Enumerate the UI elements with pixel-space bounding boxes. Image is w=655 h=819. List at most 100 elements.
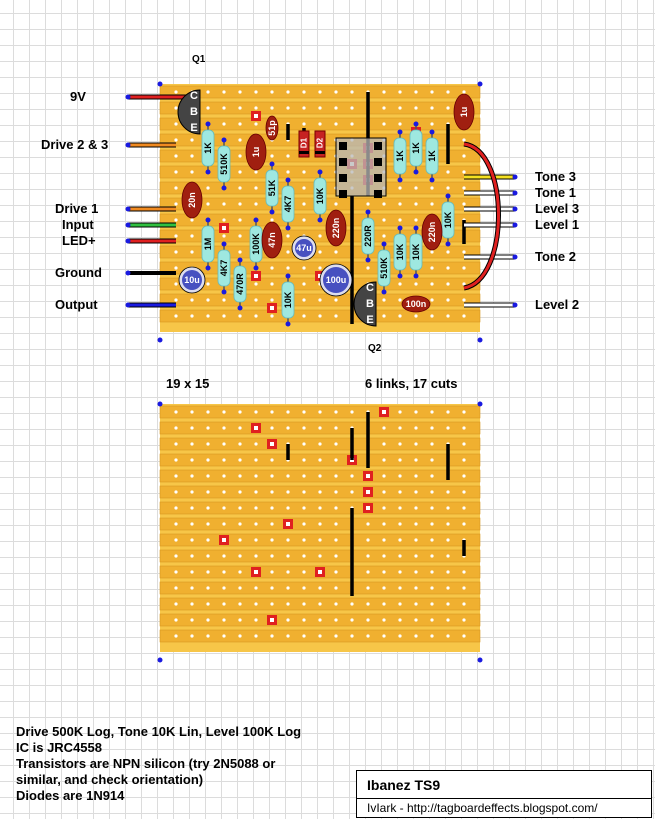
strip-bottom-hole [414, 570, 418, 574]
strip-bottom-hole [238, 458, 242, 462]
strip-bottom-hole [206, 586, 210, 590]
strip-top-hole [414, 106, 418, 110]
title-box: Ibanez TS9 IvIark - http://tagboardeffec… [356, 770, 652, 818]
track-cut-hole [254, 114, 258, 118]
strip-bottom-hole [334, 538, 338, 542]
strip-bottom-hole [430, 442, 434, 446]
strip-top-hole [222, 298, 226, 302]
strip-bottom-hole [430, 618, 434, 622]
strip-bottom-hole [302, 586, 306, 590]
label-ground: Ground [55, 265, 102, 280]
strip-bottom-hole [414, 506, 418, 510]
strip-bottom-hole [302, 570, 306, 574]
strip-top-hole [238, 314, 242, 318]
strip-bottom-hole [430, 506, 434, 510]
strip-top-hole [462, 186, 466, 190]
strip-bottom-hole [222, 618, 226, 622]
strip-top-hole [206, 298, 210, 302]
label-drive-2-3: Drive 2 & 3 [41, 137, 109, 152]
strip-bottom-hole [206, 554, 210, 558]
resistor-220r-pad [365, 209, 371, 215]
strip-top-hole [446, 282, 450, 286]
strip-top-hole [446, 170, 450, 174]
strip-top-hole [174, 106, 178, 110]
strip-top-hole [238, 170, 242, 174]
cap-1u-a [453, 93, 475, 131]
resistor-4k7-a-label: 4K7 [283, 196, 293, 213]
resistor-510k-b-pad [381, 241, 387, 247]
strip-bottom-hole [254, 554, 258, 558]
strip-top-hole [382, 122, 386, 126]
strip-bottom-hole [462, 602, 466, 606]
strip-top-hole [222, 218, 226, 222]
q1-transistor [177, 89, 201, 135]
strip-top-hole [286, 234, 290, 238]
strip-bottom-hole [254, 458, 258, 462]
resistor-51k-label: 51K [267, 179, 277, 196]
cap-47n-label: 47n [267, 232, 277, 248]
strip-bottom-hole [190, 538, 194, 542]
strip-top-hole [462, 202, 466, 206]
resistor-510k-b-pad [381, 289, 387, 295]
strip-top-hole [382, 234, 386, 238]
strip-top-hole [302, 266, 306, 270]
strip-top-hole [334, 106, 338, 110]
wire-end-dot [125, 94, 131, 100]
strip-bottom-hole [174, 602, 178, 606]
strip-bottom-hole [302, 474, 306, 478]
strip-bottom-hole [222, 634, 226, 638]
resistor-100k-pad [253, 217, 259, 223]
strip-top-hole [430, 202, 434, 206]
strip-top-hole [398, 298, 402, 302]
strip-top-hole [462, 154, 466, 158]
credit-url[interactable]: IvIark - http://tagboardeffects.blogspot… [367, 801, 598, 815]
strip-bottom-hole [446, 570, 450, 574]
electrolytic-100u-label: 100u [326, 275, 347, 285]
strip-bottom-hole [382, 490, 386, 494]
strip-top-hole [382, 90, 386, 94]
track-cut-hole [366, 490, 370, 494]
strip-top-hole [190, 250, 194, 254]
resistor-1k-d [425, 137, 439, 175]
strip-bottom-hole [302, 410, 306, 414]
strip-bottom-hole [430, 634, 434, 638]
strip-top-hole [414, 218, 418, 222]
resistor-1k-d-pad [429, 177, 435, 183]
strip-top-hole [222, 314, 226, 318]
track-cut-hole [254, 426, 258, 430]
strip-top-hole [174, 218, 178, 222]
strip-top-hole [414, 90, 418, 94]
strip-bottom-hole [318, 458, 322, 462]
strip-top-hole [334, 250, 338, 254]
strip-bottom-hole [190, 458, 194, 462]
resistor-1k-a-label: 1K [203, 142, 213, 154]
strip-bottom-hole [174, 410, 178, 414]
strip-bottom-hole [206, 410, 210, 414]
resistor-1k-c-pad [413, 169, 419, 175]
strip-bottom-hole [446, 426, 450, 430]
strip-bottom-hole [286, 570, 290, 574]
strip-bottom-hole [366, 522, 370, 526]
strip-top-hole [302, 106, 306, 110]
wire-end-dot [512, 174, 518, 180]
wire-end-dot [125, 142, 131, 148]
strip-top-hole [350, 106, 354, 110]
resistor-470r-label: 470R [235, 273, 245, 295]
cap-1u-a-label: 1u [459, 107, 469, 118]
strip-bottom-hole [318, 474, 322, 478]
corner-dot [157, 657, 163, 663]
label-led: LED+ [62, 233, 96, 248]
resistor-10k-b-pad [445, 241, 451, 247]
strip-top-hole [286, 250, 290, 254]
resistor-10k-d [409, 233, 423, 271]
cap-51p [265, 115, 279, 141]
strip-bottom-hole [446, 506, 450, 510]
strip-top-hole [462, 90, 466, 94]
strip-top-hole [446, 106, 450, 110]
ic-pin [374, 158, 382, 166]
strip-top-hole [414, 282, 418, 286]
strip-top-hole [462, 282, 466, 286]
resistor-10k-a-label: 10K [315, 187, 325, 204]
diode-d2-band [315, 151, 325, 154]
